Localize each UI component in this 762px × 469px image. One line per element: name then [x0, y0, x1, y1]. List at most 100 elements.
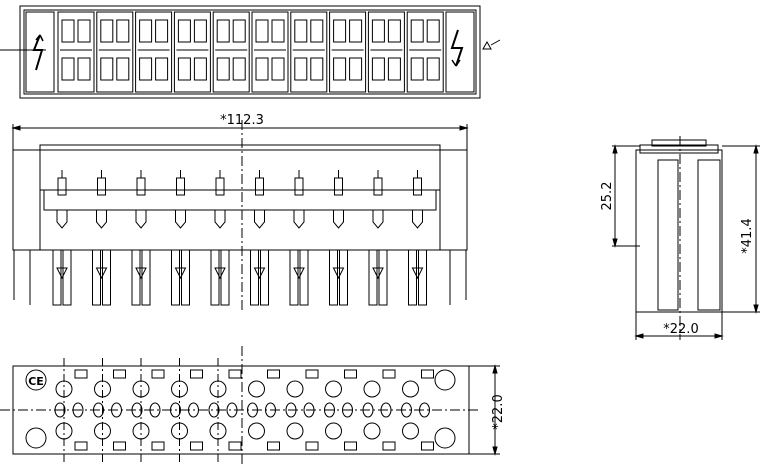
- terminal-cell-slot: [139, 19, 153, 43]
- terminal-clamp: [334, 177, 343, 196]
- terminal-cell-slot: [387, 57, 401, 81]
- upper-slot: [190, 369, 203, 379]
- lower-slot: [344, 441, 357, 451]
- dim-arrow-right: [459, 125, 469, 131]
- pin-tip: [135, 267, 147, 280]
- dim-arrow-41-top: [753, 144, 759, 154]
- terminal-cell-slot: [371, 19, 385, 43]
- pin: [62, 249, 72, 306]
- side-view-top-cap: [639, 144, 719, 154]
- contact-hole: [111, 402, 122, 418]
- contact-hole: [72, 402, 84, 418]
- pin-tip: [372, 267, 384, 280]
- overall-length-label: *112.3: [220, 113, 264, 128]
- upper-hole: [248, 380, 265, 398]
- lower-slot: [190, 441, 203, 451]
- terminal-cell-slot: [255, 57, 269, 81]
- terminal-clamp: [373, 177, 383, 196]
- bottom-view-holes: [54, 369, 434, 451]
- terminal-cell-slot: [232, 57, 246, 81]
- contact-hole: [265, 402, 276, 418]
- pin-tip: [293, 267, 305, 280]
- front-view-upper-block: [39, 144, 441, 191]
- terminal-cell-slot: [193, 57, 207, 81]
- terminal-cell-slot: [177, 19, 191, 43]
- side-width-label: *22.0: [663, 322, 698, 337]
- terminal-contact: [333, 210, 344, 229]
- terminal-cell-slot: [426, 19, 440, 43]
- terminal-cell-slot: [232, 19, 246, 43]
- dim-arrow-41-bottom: [753, 304, 759, 314]
- warning-triangle-icon: [482, 40, 492, 50]
- upper-slot: [228, 369, 242, 379]
- terminal-cell: [406, 11, 444, 93]
- contact-hole: [247, 402, 258, 418]
- dim-arrow-left: [11, 125, 21, 131]
- contact-hole: [324, 402, 335, 418]
- contact-hole: [419, 402, 430, 418]
- terminal-contact: [412, 210, 423, 229]
- terminal-cell-slot: [100, 19, 114, 43]
- pin: [102, 249, 111, 306]
- contact-hole: [93, 402, 104, 418]
- upper-slot: [344, 369, 357, 379]
- pin-tip: [56, 267, 68, 280]
- terminal-contact: [293, 210, 305, 229]
- pin: [339, 249, 348, 306]
- terminal-cell-slot: [387, 19, 401, 43]
- terminal-cell-slot: [333, 57, 347, 81]
- terminal-contact: [135, 210, 147, 229]
- contact-hole: [303, 402, 315, 418]
- pin-tip: [332, 267, 345, 280]
- contact-hole: [401, 402, 412, 418]
- dim-arrow-b22-top: [492, 364, 498, 374]
- terminal-cell: [251, 11, 289, 93]
- terminal-cell-slot: [410, 19, 424, 43]
- top-view-outline: [19, 5, 481, 99]
- front-view-lower-block: [43, 189, 437, 211]
- pin: [408, 249, 417, 306]
- contact-hole: [208, 402, 220, 418]
- lower-slot: [305, 441, 319, 451]
- terminal-contact: [56, 210, 68, 229]
- terminal-cell-slot: [371, 57, 385, 81]
- terminal-cell-slot: [193, 19, 207, 43]
- pin-tip: [174, 267, 187, 280]
- terminal-cell-slot: [155, 19, 169, 43]
- lower-slot: [228, 441, 242, 451]
- terminal-contact: [96, 210, 107, 229]
- terminal-cell-slot: [61, 19, 75, 43]
- upper-slot: [267, 369, 280, 379]
- bottom-right-top-hole: [434, 369, 456, 391]
- terminal-cell: [96, 11, 134, 93]
- pin: [260, 249, 269, 306]
- lower-slot: [421, 441, 434, 451]
- lightning-left-icon: [32, 34, 44, 71]
- pin: [210, 249, 220, 306]
- terminal-contact: [214, 210, 226, 229]
- dim-arrow-25-bottom: [612, 238, 618, 248]
- terminal-clamp: [294, 177, 304, 196]
- contact-hole: [149, 402, 161, 418]
- contact-hole: [285, 402, 297, 418]
- ce-mark-circle: [25, 369, 47, 391]
- bottom-left-corner-hole: [25, 427, 47, 449]
- upper-slot: [113, 369, 126, 379]
- terminal-cell-slot: [116, 19, 130, 43]
- contact-hole: [380, 402, 392, 418]
- terminal-cell-slot: [271, 57, 285, 81]
- bottom-view-pin-axes: [63, 358, 219, 465]
- bottom-width-label: *22.0: [491, 394, 506, 429]
- front-view: [11, 120, 469, 312]
- pin: [131, 249, 141, 306]
- arrow-right-icon: [451, 59, 461, 67]
- lower-slot: [151, 441, 165, 451]
- pin-tip: [253, 267, 266, 280]
- lower-slot: [113, 441, 126, 451]
- pin: [378, 249, 388, 306]
- terminal-cell-slot: [77, 19, 91, 43]
- lower-hole: [402, 422, 419, 440]
- dim-arrow-25-top: [612, 144, 618, 154]
- pin: [141, 249, 151, 306]
